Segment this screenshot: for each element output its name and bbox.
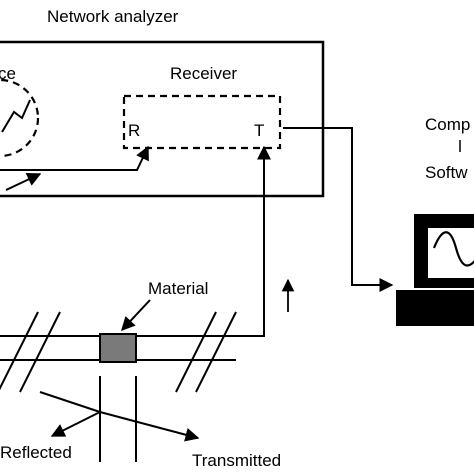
transmitted-signal-path: [236, 145, 271, 337]
source-circle: [0, 78, 40, 158]
port-t-label: T: [254, 121, 264, 140]
source-label: ce: [0, 64, 16, 83]
network-analyzer-box: [0, 40, 325, 198]
break-mark-right-1: [175, 311, 217, 393]
reflected-label: Reflected: [0, 443, 72, 462]
transmitted-ray: [99, 411, 200, 442]
software-label: Softw: [425, 163, 468, 182]
material-sample: [99, 333, 137, 363]
source-wave-icon: [1, 99, 31, 133]
transmitted-label: Transmitted: [192, 451, 281, 470]
break-mark-right-2: [195, 311, 237, 393]
break-mark-left-2: [19, 311, 61, 393]
computer-link: [283, 127, 394, 292]
receiver-box: [122, 94, 282, 150]
monitor-waveform: [432, 231, 474, 267]
incident-ray: [39, 391, 101, 413]
reference-signal-path: [0, 145, 149, 171]
reflected-ray: [50, 411, 101, 437]
material-label: Material: [148, 279, 208, 298]
source-output-arrow: [5, 173, 42, 191]
material-pointer: [121, 299, 151, 332]
monitor-stand: [396, 290, 474, 326]
port-r-label: R: [128, 121, 140, 140]
receiver-label: Receiver: [170, 64, 237, 83]
computer-label: Comp: [425, 115, 470, 134]
break-mark-left-1: [0, 311, 39, 391]
network-analyzer-title: Network analyzer: [47, 7, 179, 26]
